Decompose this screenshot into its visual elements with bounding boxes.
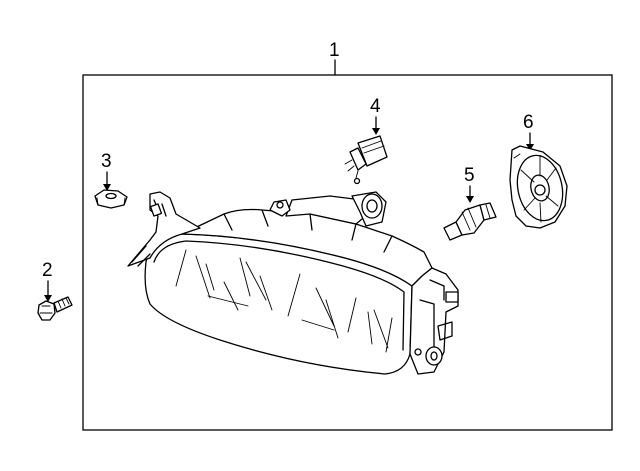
assembly-frame	[82, 74, 613, 431]
callout-2[interactable]: 2	[42, 260, 53, 302]
callout-6[interactable]: 6	[523, 112, 534, 151]
headlamp-assembly-icon	[127, 191, 459, 375]
callout-5[interactable]: 5	[464, 165, 475, 203]
callout-4[interactable]: 4	[370, 96, 381, 135]
callout-1[interactable]: 1	[329, 40, 340, 76]
callout-3-label: 3	[101, 151, 112, 172]
callout-4-label: 4	[370, 96, 381, 117]
callout-1-label: 1	[329, 40, 340, 61]
callout-3-arrowhead	[103, 184, 111, 191]
callout-2-arrowhead	[44, 295, 52, 302]
bolt-icon	[37, 296, 73, 321]
nut-icon	[94, 189, 128, 209]
callout-5-label: 5	[464, 165, 475, 186]
callout-2-label: 2	[42, 260, 53, 281]
callout-6-arrowhead	[526, 144, 534, 151]
callout-3[interactable]: 3	[101, 151, 112, 191]
callout-5-arrowhead	[466, 196, 474, 203]
callout-6-label: 6	[523, 112, 534, 133]
socket-icon	[344, 135, 388, 185]
bulb-icon	[443, 202, 497, 241]
callout-4-arrowhead	[372, 128, 380, 135]
bulb-cover-icon	[509, 145, 568, 229]
